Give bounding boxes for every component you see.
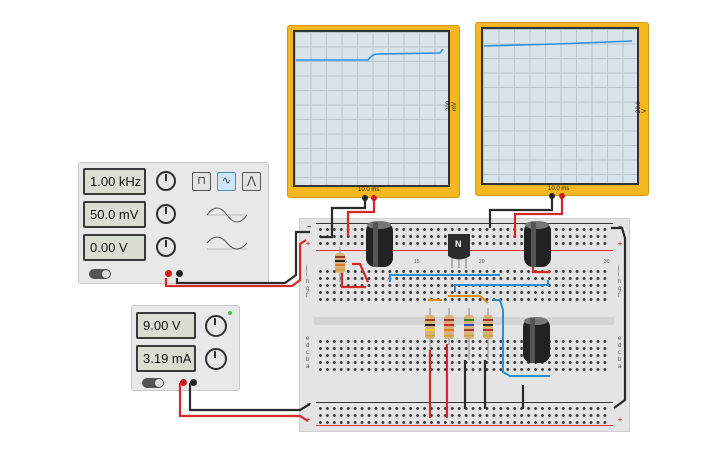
- current-knob[interactable]: [205, 348, 227, 370]
- wire-blue: [492, 299, 550, 377]
- rail-minus-sign: −: [307, 224, 312, 231]
- oscilloscope-right: 10.0 ms 20.0 V: [475, 22, 649, 196]
- row-letter: e: [618, 336, 622, 342]
- wire-red: [178, 383, 309, 422]
- wire-black: [488, 196, 554, 228]
- row-letter: a: [306, 364, 310, 370]
- wire-orange: [448, 295, 489, 304]
- wire-blue: [389, 274, 500, 282]
- row-letters-bottom: e d c b a: [306, 336, 314, 371]
- wire-red: [513, 196, 564, 238]
- rail-plus-sign: +: [306, 241, 311, 248]
- wire-red: [164, 239, 307, 288]
- row-letters-top: j i h g f: [306, 265, 314, 300]
- oscilloscope-left-screen: [293, 30, 450, 187]
- resistor: [444, 308, 454, 345]
- fg-negative-jack[interactable]: [176, 270, 183, 277]
- npn-transistor: [448, 234, 470, 268]
- transistor-label: N: [455, 239, 462, 249]
- power-supply: 9.00 V 3.19 mA: [131, 305, 240, 391]
- resistor: [425, 308, 435, 350]
- amplitude-display: 50.0 mV: [83, 201, 146, 228]
- row-letter: i: [618, 272, 620, 278]
- column-number: 20: [479, 259, 485, 265]
- time-scale-label: 10.0 ms: [358, 187, 380, 193]
- row-letter: j: [618, 265, 620, 271]
- probe-terminal: [371, 195, 377, 201]
- time-scale-label: 10.0 ms: [548, 186, 570, 192]
- row-letter: c: [618, 350, 621, 356]
- capacitor: [523, 317, 550, 363]
- power-supply-toggle[interactable]: [142, 378, 164, 388]
- row-letter: b: [618, 357, 622, 363]
- wire-black: [188, 383, 311, 412]
- row-letter: i: [306, 272, 308, 278]
- triangle-wave-icon: ⋀: [246, 175, 257, 187]
- wire-red: [352, 262, 370, 283]
- sine-wave-icon: ∿: [221, 175, 232, 187]
- resistor: [483, 308, 493, 360]
- row-letter: c: [306, 350, 309, 356]
- ps-positive-jack[interactable]: [180, 379, 187, 386]
- rail-plus-sign: +: [618, 241, 623, 248]
- wire-black: [175, 230, 310, 285]
- sine-wave-button[interactable]: ∿: [217, 172, 236, 191]
- rail-line: [316, 223, 613, 224]
- fg-positive-jack[interactable]: [165, 270, 172, 277]
- row-letter: b: [306, 357, 310, 363]
- resistor: [464, 308, 474, 360]
- voltage-display: 9.00 V: [136, 312, 196, 339]
- row-letters-right-top: j i h g f: [618, 265, 626, 300]
- offset-display: 0.00 V: [83, 234, 146, 261]
- row-letter: d: [306, 343, 310, 349]
- scope-left-trace: [296, 48, 444, 61]
- row-letter: a: [618, 364, 622, 370]
- square-wave-button[interactable]: ⊓: [192, 172, 211, 191]
- frequency-knob[interactable]: [156, 171, 176, 191]
- terminal-holes-bottom[interactable]: [317, 338, 609, 374]
- column-number: 15: [414, 259, 420, 265]
- power-rail-holes[interactable]: [317, 405, 609, 426]
- row-letter: d: [618, 343, 622, 349]
- column-number: 5: [344, 259, 347, 265]
- square-wave-icon: ⊓: [197, 175, 206, 187]
- function-generator: 1.00 kHz 50.0 mV 0.00 V ⊓ ∿ ⋀: [78, 162, 269, 284]
- wire-red: [340, 270, 366, 289]
- scope-right-trace: [483, 40, 633, 47]
- capacitor: [524, 221, 551, 267]
- probe-terminal: [549, 193, 555, 199]
- probe-terminal: [362, 195, 368, 201]
- function-generator-power-toggle[interactable]: [89, 269, 111, 279]
- power-led: [228, 311, 232, 315]
- row-letter: g: [618, 286, 622, 292]
- row-letter: j: [306, 265, 308, 271]
- current-display: 3.19 mA: [136, 345, 196, 372]
- oscilloscope-right-screen: [481, 27, 639, 185]
- wire-blue: [454, 280, 549, 292]
- offset-knob[interactable]: [156, 237, 176, 257]
- row-letter: f: [306, 293, 308, 299]
- row-letter: g: [306, 286, 310, 292]
- frequency-display: 1.00 kHz: [83, 168, 146, 195]
- row-letters-right-bottom: e d c b a: [618, 336, 626, 371]
- wire-black: [611, 226, 627, 409]
- row-letter: e: [306, 336, 310, 342]
- wire-red: [346, 198, 376, 236]
- voltage-knob[interactable]: [205, 315, 227, 337]
- wire-black: [320, 198, 367, 239]
- probe-terminal: [559, 193, 565, 199]
- row-letter: h: [618, 279, 622, 285]
- amplitude-knob[interactable]: [156, 204, 176, 224]
- triangle-wave-button[interactable]: ⋀: [242, 172, 261, 191]
- rail-plus-sign: +: [618, 417, 623, 424]
- ps-negative-jack[interactable]: [190, 379, 197, 386]
- row-letter: f: [618, 293, 620, 299]
- capacitor: [366, 221, 393, 267]
- column-number: 30: [604, 259, 610, 265]
- resistor: [335, 247, 345, 282]
- row-letter: h: [306, 279, 310, 285]
